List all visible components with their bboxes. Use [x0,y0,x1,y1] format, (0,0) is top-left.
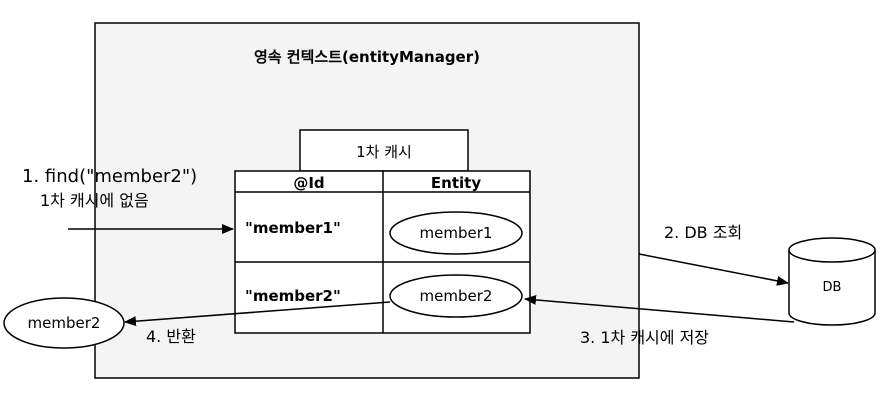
db-label: DB [823,280,842,295]
db-cylinder-icon [788,237,876,326]
first-level-cache-label-box [299,129,469,172]
cache-table: @Id Entity "member1" member1 "member2" m… [234,170,531,334]
persistence-context-title: 영속 컨텍스트(entityManager) [254,48,480,66]
cache-header-entity: Entity [431,174,481,192]
step-1-cache-miss-label: 1차 캐시에 없음 [40,191,149,210]
db-cylinder-body [788,250,876,326]
step-1-find-label: 1. find("member2") [22,166,197,187]
cache-row-2-id: "member2" [245,287,341,305]
step-2-arrow [638,253,789,286]
cache-row-1-entity-ellipse [389,211,523,255]
first-level-cache-title: 1차 캐시 [356,143,412,161]
step-3-save-cache-label: 3. 1차 캐시에 저장 [580,328,709,347]
cache-row-1-id: "member1" [245,219,341,237]
cache-header-id: @Id [293,174,324,192]
cache-row-2-entity-ellipse [389,274,523,318]
returned-entity-ellipse [3,297,125,349]
returned-entity-label: member2 [28,314,101,332]
cache-row-1-entity: member1 [420,224,493,242]
step-4-arrow [124,301,391,327]
step-3-arrow [524,294,795,323]
db-cylinder-top [788,237,876,263]
step-2-db-lookup-label: 2. DB 조회 [664,223,742,242]
step-4-return-label: 4. 반환 [146,327,196,346]
cache-row-2-entity: member2 [420,287,493,305]
